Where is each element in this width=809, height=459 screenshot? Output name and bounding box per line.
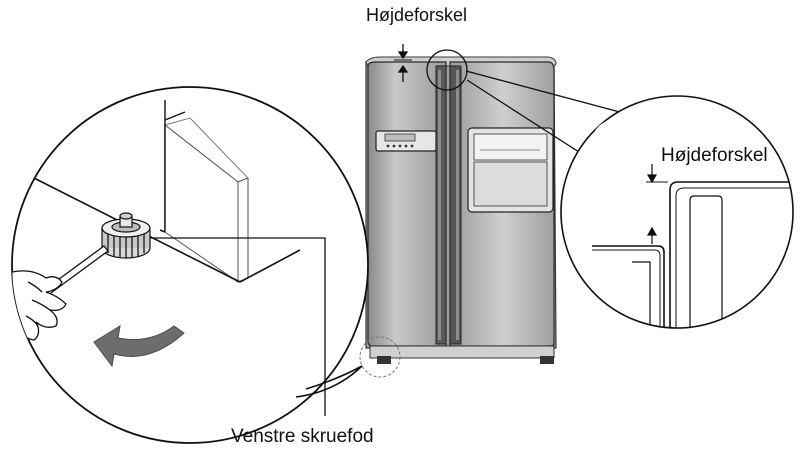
height-difference-label: Højdeforskel: [366, 5, 468, 25]
fridge-right-foot: [540, 356, 554, 364]
height-difference-detail-label: Højdeforskel: [661, 145, 768, 166]
fridge-right-handle: [449, 65, 462, 345]
left-screw-foot-label: Venstre skruefod: [231, 426, 374, 447]
detail-marker-foot: [359, 336, 401, 378]
detail-marker-top: [426, 49, 468, 91]
height-arrows-icon: [394, 44, 412, 82]
fridge-base: [369, 345, 555, 359]
detail-height-arrows-icon: [646, 164, 658, 244]
height-detail-magnifier: [560, 95, 794, 329]
fridge-left-door: [367, 61, 447, 347]
callout-lines-right: [465, 70, 632, 164]
dispenser-icon: [467, 127, 554, 213]
hand-icon: [12, 270, 67, 341]
curved-arrow-icon: [93, 324, 185, 368]
refrigerator: [365, 56, 557, 364]
fridge-left-foot: [377, 356, 391, 364]
screw-foot-magnifier: [11, 86, 369, 444]
screw-foot-leader: [150, 237, 326, 416]
screw-foot-icon: [101, 212, 151, 259]
